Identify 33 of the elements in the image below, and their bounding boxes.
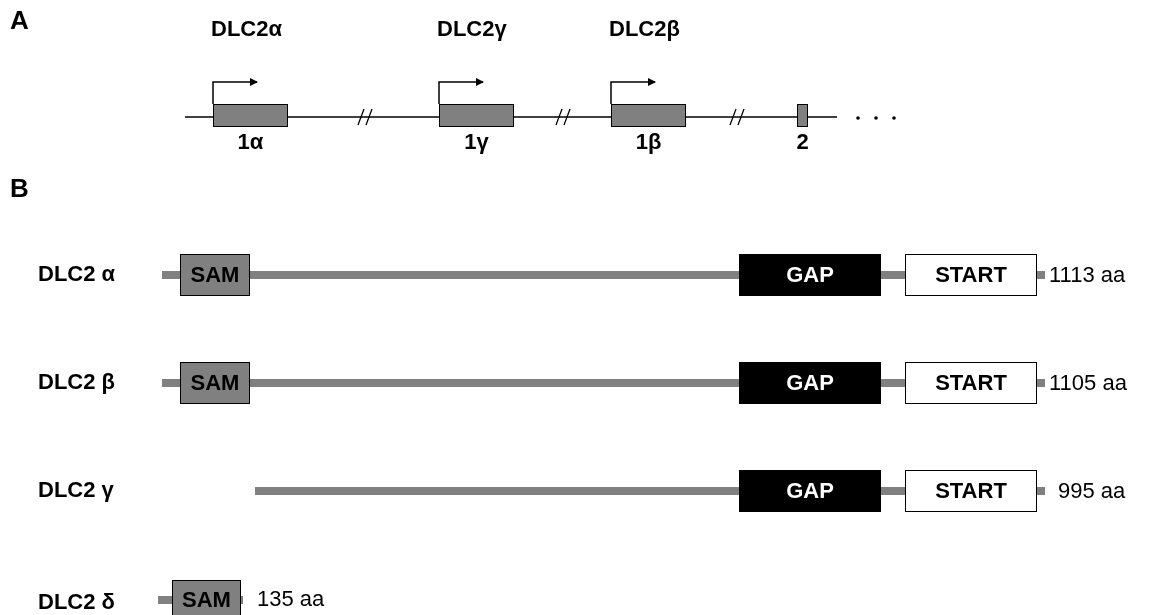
panel-letter: A <box>10 8 29 32</box>
gap-domain: GAP <box>739 362 881 404</box>
sam-domain: SAM <box>180 362 250 404</box>
transcription-start-arrow <box>610 78 656 105</box>
protein-length: 1105 aa <box>1049 371 1127 395</box>
protein-length: 1113 aa <box>1049 263 1126 287</box>
isoform-name: DLC2 β <box>38 370 115 394</box>
panel-letter: B <box>10 176 29 200</box>
exon-number: 1α <box>237 130 264 154</box>
isoform-name: DLC2β <box>609 17 680 41</box>
exon-number: 1γ <box>464 130 489 154</box>
start-domain: START <box>905 254 1037 296</box>
start-domain: START <box>905 470 1037 512</box>
sam-domain: SAM <box>172 580 241 615</box>
isoform-name: DLC2 γ <box>38 478 114 502</box>
exon-box <box>611 104 686 127</box>
isoform-name: DLC2 δ <box>38 590 115 614</box>
sam-domain: SAM <box>180 254 250 296</box>
exon-box <box>797 104 808 127</box>
protein-length: 135 aa <box>257 587 325 611</box>
start-domain: START <box>905 362 1037 404</box>
exon-number: 2 <box>796 130 809 154</box>
gap-domain: GAP <box>739 254 881 296</box>
isoform-name: DLC2 α <box>38 262 116 286</box>
transcription-start-arrow <box>438 78 484 105</box>
exon-number: 1β <box>635 130 662 154</box>
isoform-name: DLC2α <box>211 17 282 41</box>
transcription-start-arrow <box>212 78 258 105</box>
exon-box <box>439 104 514 127</box>
isoform-name: DLC2γ <box>437 17 507 41</box>
protein-length: 995 aa <box>1058 479 1126 503</box>
gap-domain: GAP <box>739 470 881 512</box>
exon-box <box>213 104 288 127</box>
